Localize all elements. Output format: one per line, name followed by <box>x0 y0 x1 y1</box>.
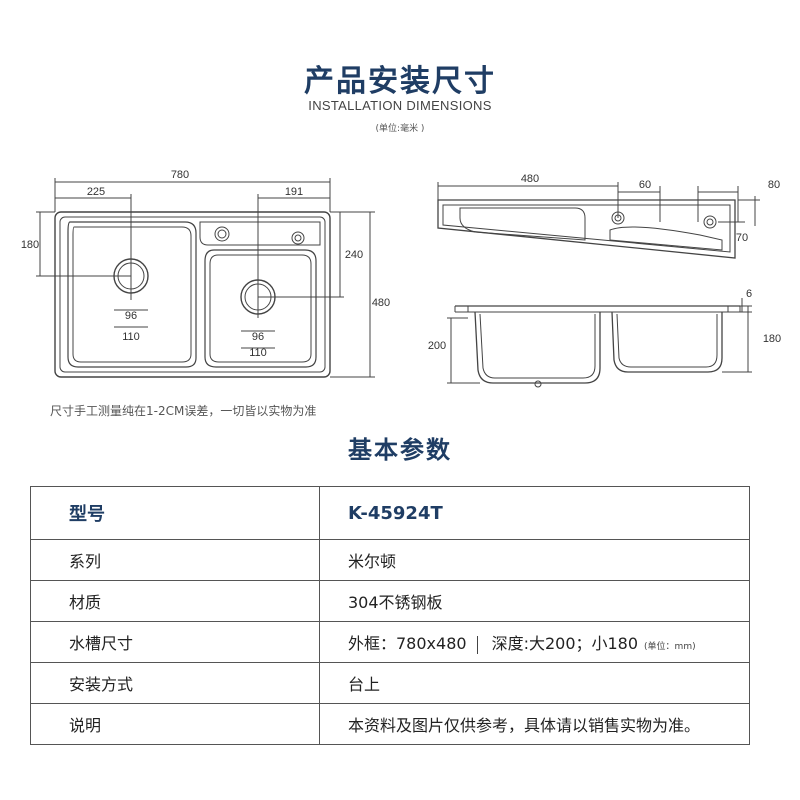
unit-note: (单位:毫米 ) <box>375 124 425 134</box>
dim-left-drain-96: 96 <box>125 310 137 322</box>
specs-title: 基本参数 <box>348 436 452 464</box>
spec-label: 型号 <box>30 486 320 540</box>
spec-size-depth: 深度:大200；小180 <box>491 634 639 653</box>
spec-value: K-45924T <box>319 486 750 540</box>
specs-table: 型号 K-45924T 系列 米尔顿 材质 304不锈钢板 水槽尺寸 外框：78… <box>30 486 750 745</box>
dim-width-780: 780 <box>171 169 189 181</box>
spec-value: 本资料及图片仅供参考，具体请以销售实物为准。 <box>319 703 750 745</box>
spec-label: 系列 <box>30 539 320 581</box>
measurement-note: 尺寸手工测量纯在1-2CM误差，一切皆以实物为准 <box>50 404 317 418</box>
spec-label: 说明 <box>30 703 320 745</box>
top-view-diagram <box>36 178 375 378</box>
dim-left-180: 180 <box>21 239 39 251</box>
spec-size-unit: (单位：mm) <box>644 642 696 652</box>
side-view-labels: 480 60 80 70 <box>521 173 780 244</box>
top-view-labels: 780 225 191 180 240 480 96 110 96 110 <box>21 169 390 359</box>
spec-row-size: 水槽尺寸 外框：780x480 深度:大200；小180 (单位：mm) <box>30 621 750 663</box>
spec-size-divider <box>476 635 478 654</box>
spec-label: 水槽尺寸 <box>30 621 320 663</box>
spec-row-remark: 说明 本资料及图片仅供参考，具体请以销售实物为准。 <box>30 703 750 745</box>
dim-left-225: 225 <box>87 186 105 198</box>
page-subtitle: INSTALLATION DIMENSIONS <box>308 98 492 113</box>
side-view-diagram <box>437 182 760 259</box>
spec-value: 304不锈钢板 <box>319 580 750 622</box>
spec-value: 外框：780x480 深度:大200；小180 (单位：mm) <box>319 621 750 663</box>
dim-right-191: 191 <box>285 186 303 198</box>
dim-rim-6: 6 <box>746 288 752 300</box>
dim-left-drain-110: 110 <box>122 331 140 343</box>
dim-edge-80: 80 <box>768 179 780 191</box>
dimension-drawings: 780 225 191 180 240 480 96 110 96 110 48… <box>21 169 781 388</box>
page-title: 产品安装尺寸 <box>304 64 496 99</box>
dim-hole-70: 70 <box>736 232 748 244</box>
front-view-diagram <box>447 298 752 388</box>
spec-size-outer: 外框：780x480 <box>348 634 467 653</box>
dim-small-depth-180: 180 <box>763 333 781 345</box>
spec-row-install: 安装方式 台上 <box>30 662 750 704</box>
spec-row-material: 材质 304不锈钢板 <box>30 580 750 622</box>
front-view-labels: 6 200 180 <box>428 288 781 352</box>
dim-right-drain-110: 110 <box>249 347 267 359</box>
spec-row-series: 系列 米尔顿 <box>30 539 750 581</box>
dim-right-drain-96: 96 <box>252 331 264 343</box>
dim-hole-60: 60 <box>639 179 651 191</box>
spec-value: 米尔顿 <box>319 539 750 581</box>
dim-right-240: 240 <box>345 249 363 261</box>
spec-label: 安装方式 <box>30 662 320 704</box>
spec-label: 材质 <box>30 580 320 622</box>
dim-total-480: 480 <box>372 297 390 309</box>
dim-depth-480: 480 <box>521 173 539 185</box>
spec-value: 台上 <box>319 662 750 704</box>
spec-row-model: 型号 K-45924T <box>30 486 750 540</box>
dim-big-depth-200: 200 <box>428 340 446 352</box>
